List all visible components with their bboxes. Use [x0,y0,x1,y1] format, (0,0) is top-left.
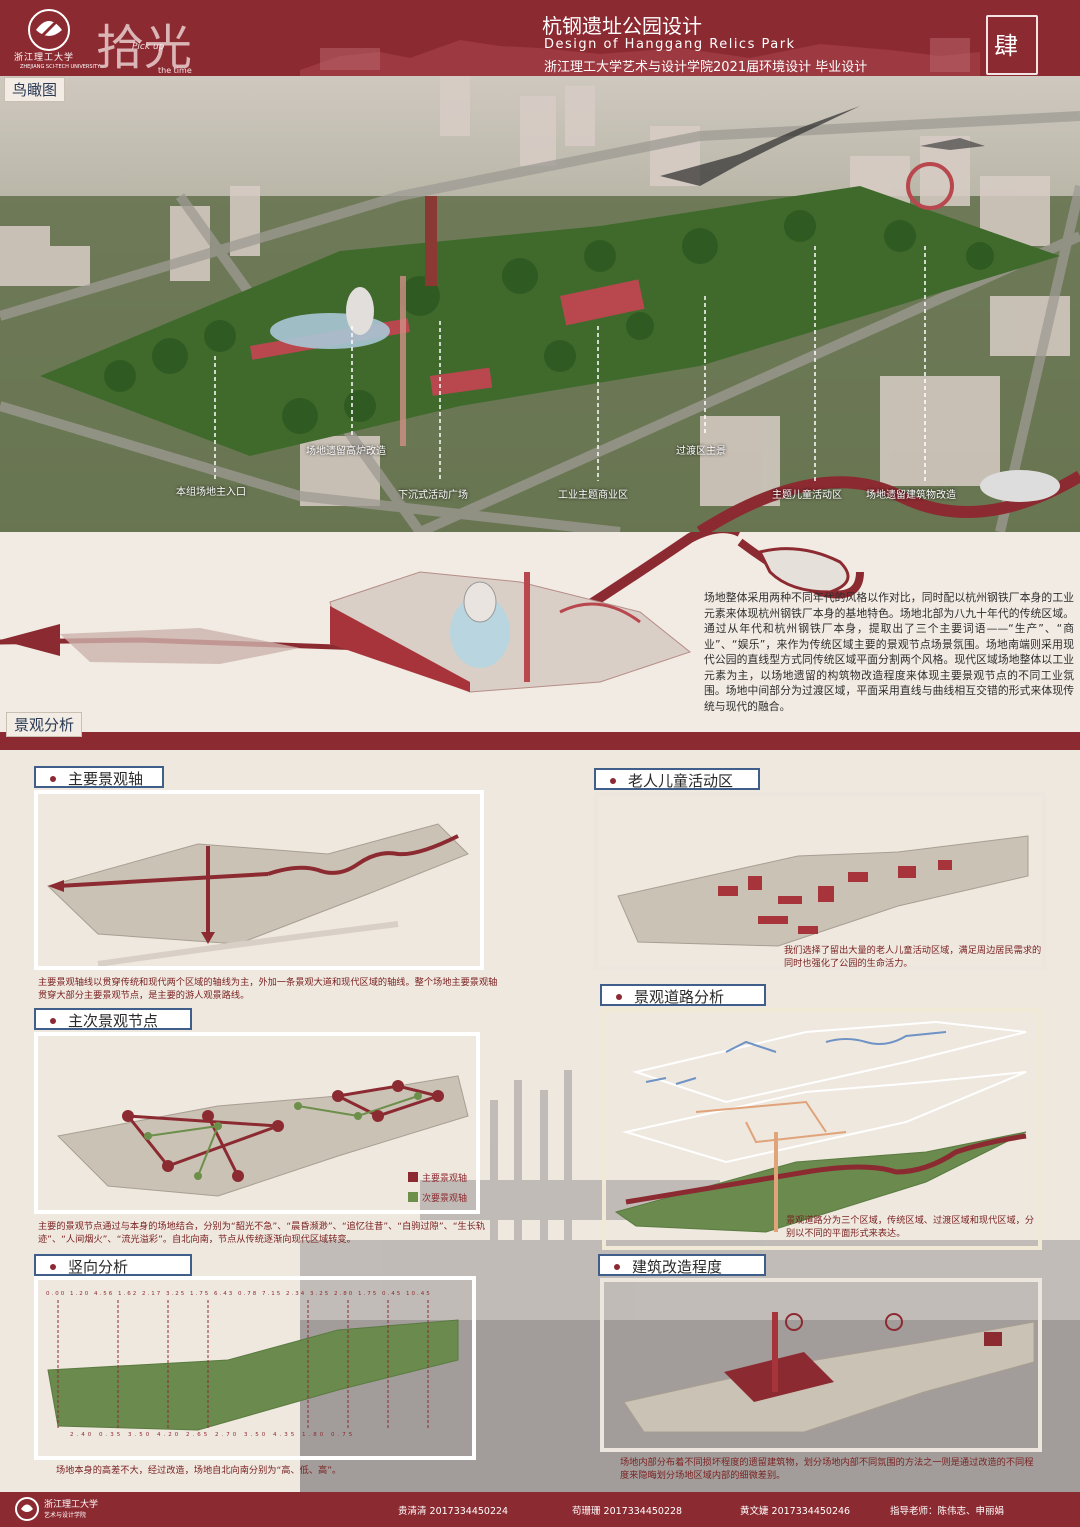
intro-paragraph: 场地整体采用两种不同年代的风格以作对比，同时配以杭州钢铁厂本身的工业元素来体现杭… [704,591,1074,713]
legend-sub-label: 次要景观轴 [422,1194,468,1204]
brand-subtitle-1: Pick up [132,42,165,52]
panel-frame-nodes [34,1032,480,1214]
footer-logo-icon [15,1497,39,1521]
panel-title-road: 景观道路分析 [600,984,766,1006]
project-title-cn: 杭钢遗址公园设计 [542,14,702,38]
callout-blast-furnace: 场地遗留高炉改造 [306,446,386,457]
university-name: 浙江理工大学 [14,53,75,63]
panel-title-building: 建筑改造程度 [598,1254,766,1276]
brand-subtitle-2: the time [158,66,192,75]
header-bar: 浙江理工大学 ZHEJIANG SCI-TECH UNIVERSITY 拾光 P… [0,0,1080,76]
footer-college: 艺术与设计学院 [44,1512,87,1519]
project-title-en: Design of Hanggang Relics Park [544,37,796,52]
footer-university: 浙江理工大学 [44,1500,99,1510]
university-logo-icon [28,9,70,51]
aerial-render-image [0,76,1080,532]
panel-title-nodes: 主次景观节点 [34,1008,192,1030]
vertical-bottom-values: 2.40 0.35 3.50 4.20 2.65 2.70 3.50 4.35 … [70,1432,356,1438]
main-axis-diagram [47,823,469,967]
panel-frame-main-axis [34,790,484,970]
callout-main-entrance: 本组场地主入口 [176,487,246,498]
project-subtitle: 浙江理工大学艺术与设计学院2021届环境设计 毕业设计 [544,60,868,75]
footer-member-2: 苟珊珊 2017334450228 [572,1506,683,1517]
panel-title-main-axis: 主要景观轴 [34,766,164,788]
panel-title-vertical: 竖向分析 [34,1254,192,1276]
footer-bar [0,1492,1080,1527]
vertical-top-values: 0.00 1.20 4.56 1.62 2.17 3.25 1.75 6.43 … [46,1291,432,1297]
caption-road: 景观道路分为三个区域，传统区域、过渡区域和现代区域，分别以不同的平面形式来表达。 [786,1215,1035,1239]
caption-main-axis: 主要景观轴线以贯穿传统和现代两个区域的轴线为主，外加一条景观大道和现代区域的轴线… [38,977,498,1001]
building-diagram [623,1312,1035,1433]
callout-transition-scene: 过渡区主景 [676,446,726,457]
section-band [0,732,1080,750]
footer-member-1: 贵清清 2017334450224 [398,1506,509,1517]
aerial-view: 鸟瞰图 本组场地主入口 场地遗留高炉改造 下沉式活动广场 工业主题商业区 过渡区… [0,76,1080,532]
panel-frame-elder-children [594,792,1046,970]
aerial-tag: 鸟瞰图 [4,77,66,102]
legend-main-label: 主要景观轴 [422,1174,468,1184]
sheet-number: 肆 [994,32,1018,60]
panel-frame-vertical [34,1276,476,1460]
panel-frame-building [600,1278,1042,1452]
site-axonometric-illustration [0,532,864,693]
vertical-diagram [47,1300,459,1431]
callout-building-renovation: 场地遗留建筑物改造 [866,490,956,501]
brand-title: 拾光 [96,20,193,76]
callout-commercial-zone: 工业主题商业区 [558,490,628,501]
panel-title-elder-children: 老人儿童活动区 [594,768,760,790]
sheet-number-box [986,15,1038,75]
callout-children-zone: 主题儿童活动区 [772,490,842,501]
caption-elder-children: 我们选择了留出大量的老人儿童活动区域，满足周边居民需求的同时也强化了公园的生命活… [784,945,1042,969]
footer-member-3: 黄文婕 2017334450246 [740,1506,851,1517]
analysis-tag: 景观分析 [6,712,83,737]
caption-nodes: 主要的景观节点通过与本身的场地结合，分别为“韶光不急”、“晨昏濒渺”、“追忆往昔… [38,1221,486,1245]
skyline-silhouette [300,38,980,76]
panel-frame-road [602,1008,1042,1250]
callout-sunken-plaza: 下沉式活动广场 [398,490,468,501]
intro-section: 场地整体采用两种不同年代的风格以作对比，同时配以杭州钢铁厂本身的工业元素来体现杭… [0,532,1080,732]
nodes-diagram [56,1075,469,1197]
elder-children-diagram [617,835,1029,947]
university-name-en: ZHEJIANG SCI-TECH UNIVERSITY [20,64,101,70]
caption-vertical: 场地本身的高差不大，经过改造，场地自北向南分别为“高、低、高”。 [56,1465,342,1476]
road-diagram [614,1020,1027,1233]
legend-swatch-main [408,1172,418,1182]
caption-building: 场地内部分布着不同损坏程度的遗留建筑物，划分场地内部不同氛围的方法之一则是通过改… [620,1457,1034,1481]
footer-advisor: 指导老师：陈伟志、申丽娟 [890,1506,1005,1517]
legend-swatch-sub [408,1192,418,1202]
